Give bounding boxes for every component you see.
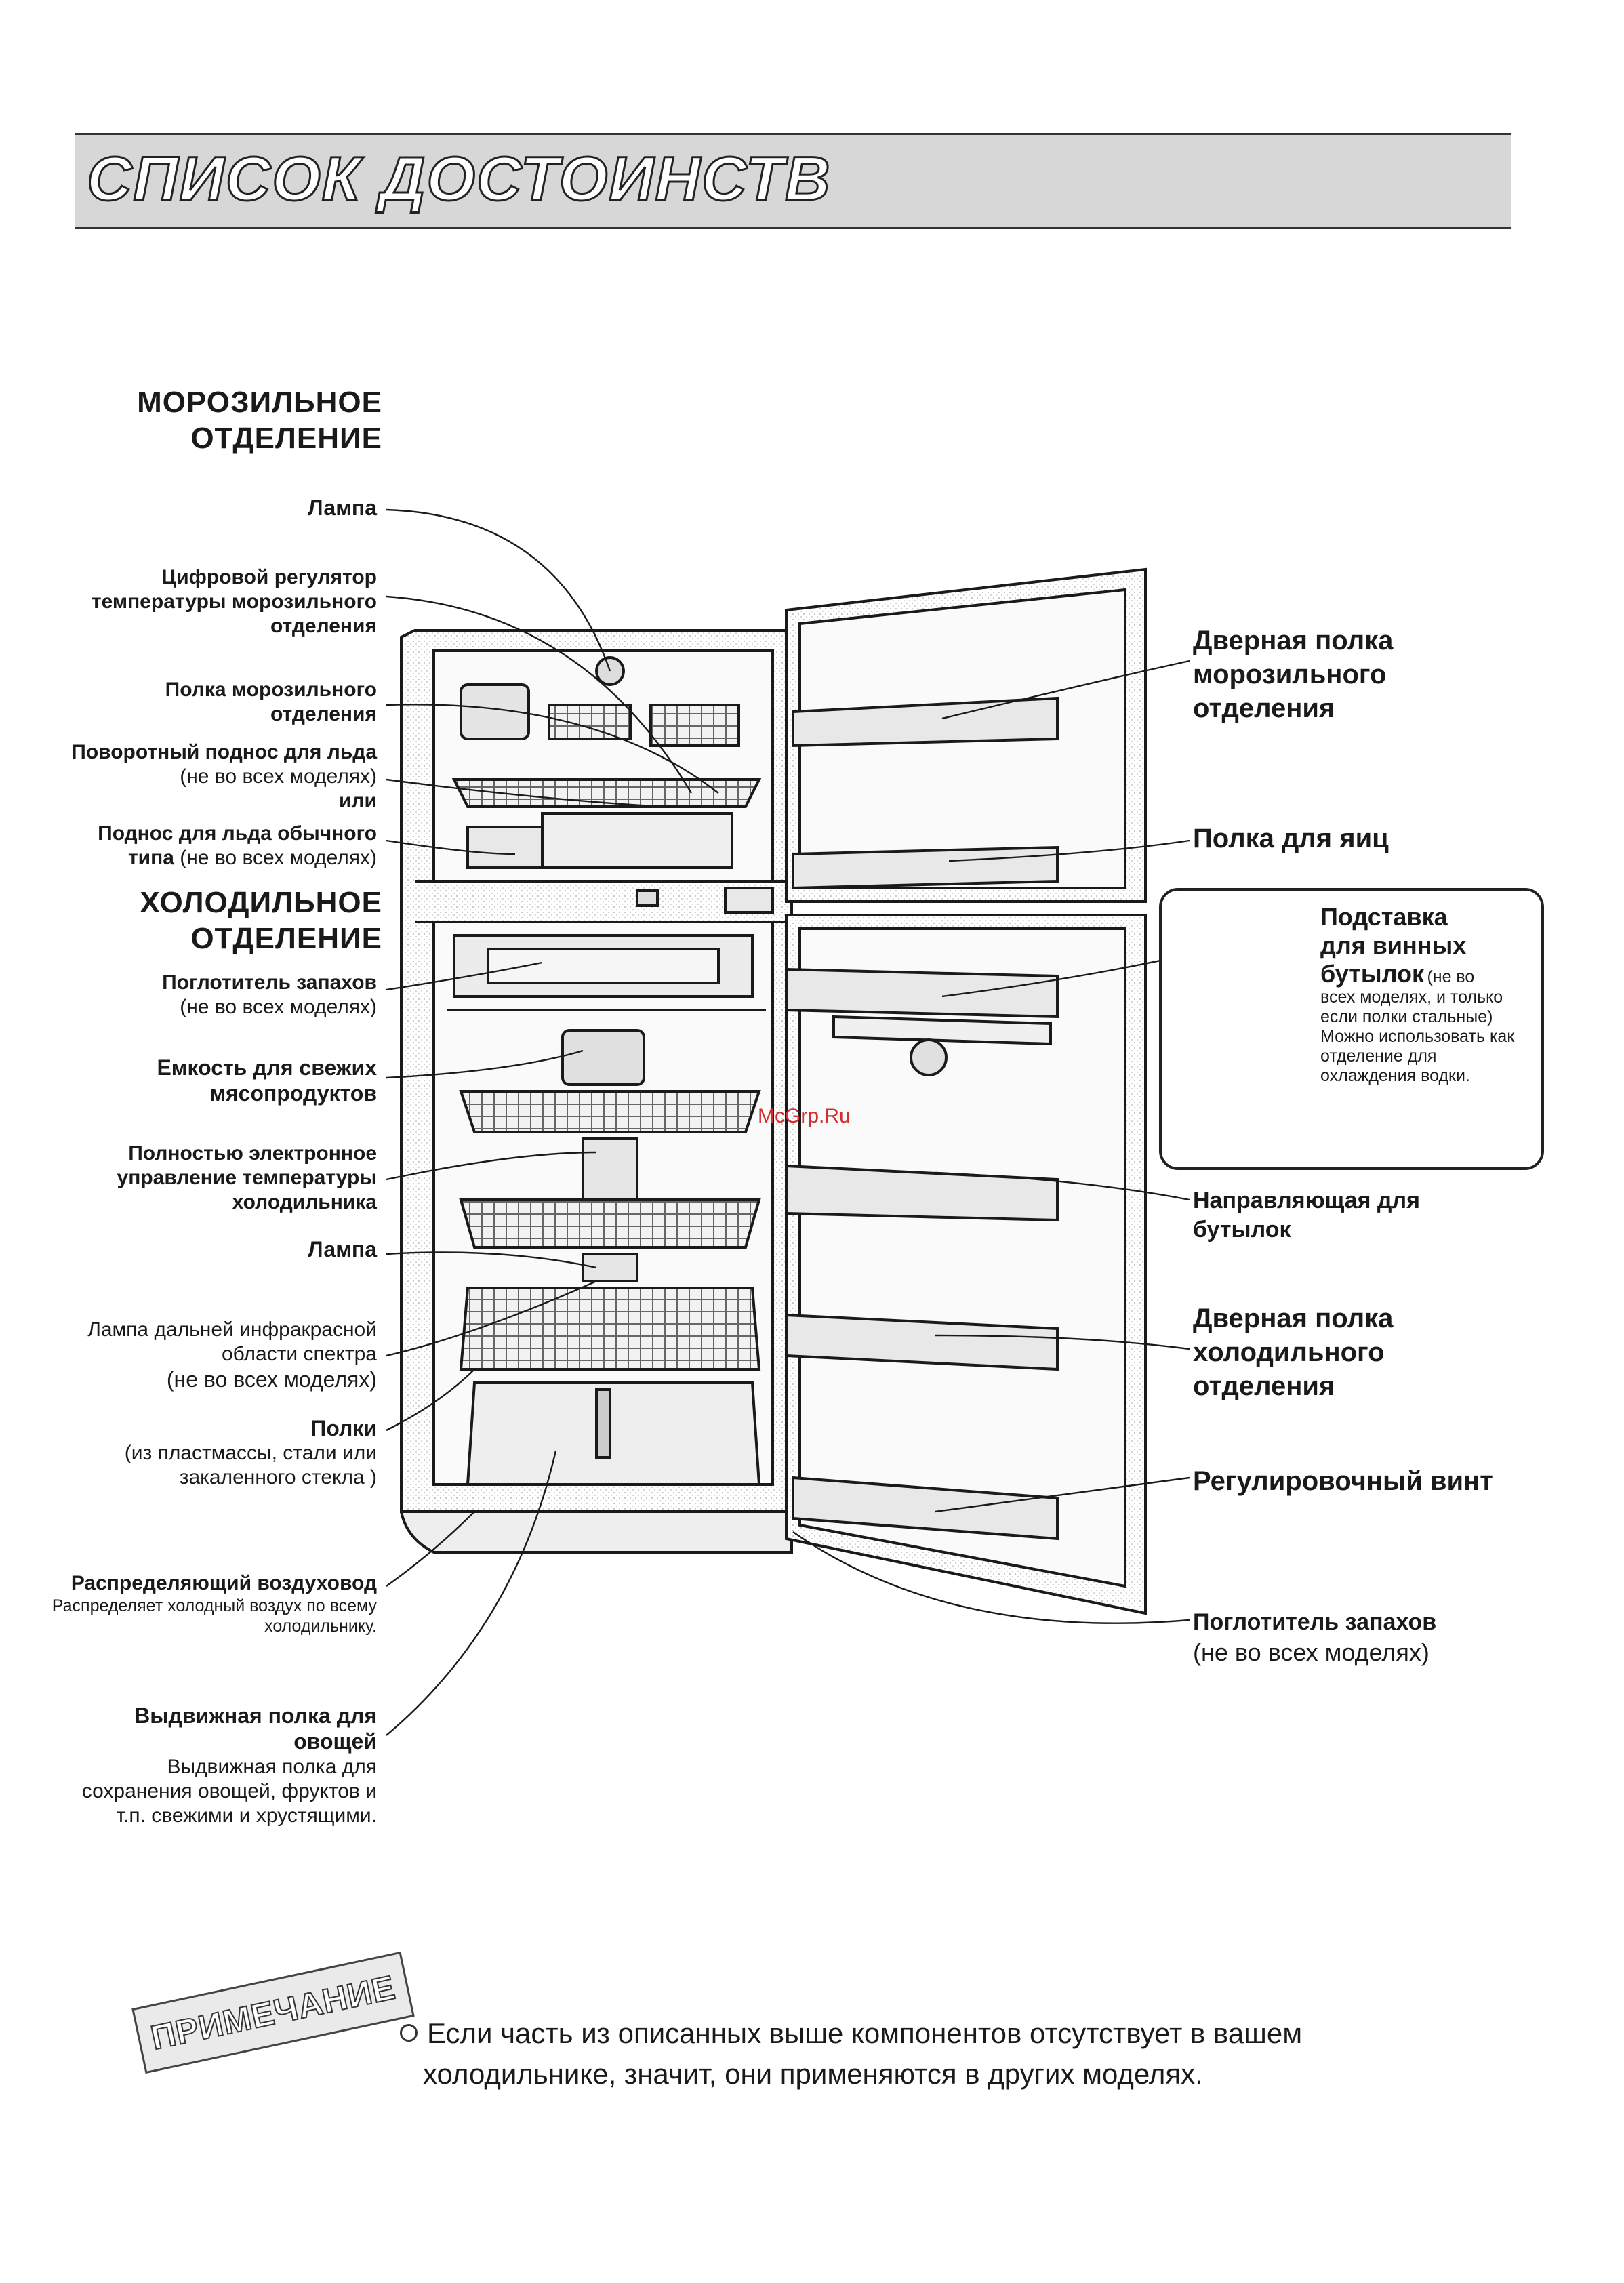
label-deodorizer-top-l1: Поглотитель запахов [162,971,377,994]
label-veg-drawer-l4: сохранения овощей, фруктов и [81,1779,377,1802]
label-rotary-tray-l1: Поворотный поднос для льда [71,741,377,763]
leader-lines [386,508,1288,1736]
label-freezer-shelf: Полка морозильного отделения [0,678,377,727]
label-ice-tray-l2a: типа [127,847,174,869]
title-banner: СПИСОК ДОСТОИНСТВ [75,133,1511,229]
note-line1: Если часть из описанных выше компонентов… [427,2017,1303,2049]
label-lamp-top: Лампа [308,496,377,520]
label-wine-rack-l8: охлаждения водки. [1320,1066,1470,1086]
label-air-duct: Распределяющий воздуховод Распределяет х… [0,1571,377,1636]
label-bottle-guide-l1: Направляющая для [1193,1188,1420,1213]
label-lamp-mid: Лампа [308,1237,377,1261]
bullet-icon [400,2023,418,2042]
watermark: McGrp.Ru [758,1105,851,1127]
label-wine-rack-l6: Можно использовать как [1320,1027,1515,1047]
label-ir-lamp: Лампа дальней инфракрасной области спект… [0,1318,377,1392]
label-fridge-door-shelf-l3: отделения [1193,1371,1335,1401]
label-electronic-ctrl-l2: управление температуры [117,1167,377,1189]
label-digital-regulator: Цифровой регулятор температуры морозильн… [0,565,377,639]
label-air-duct-l3: холодильнику. [264,1617,377,1636]
label-digital-regulator-l2: температуры морозильного [91,590,377,613]
label-wine-rack-l3b: (не во [1427,967,1475,986]
fridge-door [785,914,1147,1615]
wine-rack-callout [1159,888,1544,1170]
label-deodorizer-top: Поглотитель запахов (не во всех моделях) [0,971,377,1019]
label-freezer-shelf-l2: отделения [270,703,377,725]
note-text: Если часть из описанных выше компонентов… [400,2013,1511,2094]
label-freezer-door-shelf-l3: отделения [1193,693,1335,723]
label-veg-drawer-l2: овощей [293,1729,377,1754]
label-ir-lamp-l2: области спектра [221,1343,377,1365]
label-rotary-ice-tray: Поворотный поднос для льда (не во всех м… [0,740,377,813]
freezer-heading-line1: МОРОЗИЛЬНОЕ [137,386,382,419]
label-veg-drawer-l3: Выдвижная полка для [167,1755,377,1778]
label-bottle-guide: Направляющая для бутылок [1193,1186,1420,1244]
label-shelves-l2: (из пластмассы, стали или [124,1442,377,1465]
label-shelves-l1: Полки [310,1416,377,1440]
label-deodorizer-bottom: Поглотитель запахов (не во всех моделях) [1193,1608,1436,1668]
note-line2: холодильнике, значит, они применяются в … [423,2057,1203,2090]
label-wine-rack: Подставка для винных бутылок (не во всех… [1320,903,1514,1086]
label-wine-rack-l1: Подставка [1320,903,1448,931]
label-adjust-screw: Регулировочный винт [1193,1466,1493,1496]
label-ice-tray: Поднос для льда обычного типа (не во все… [0,822,377,870]
label-meat-container-l1: Емкость для свежих [157,1055,377,1080]
label-wine-rack-l4: всех моделях, и только [1320,988,1503,1007]
page-title: СПИСОК ДОСТОИНСТВ [86,144,832,215]
freezer-interior [451,656,774,914]
label-wine-rack-l3a: бутылок [1320,959,1424,988]
label-meat-container: Емкость для свежих мясопродуктов [0,1055,377,1107]
label-ir-lamp-l1: Лампа дальней инфракрасной [87,1318,377,1341]
label-air-duct-l1: Распределяющий воздуховод [70,1572,377,1594]
label-freezer-door-shelf-l1: Дверная полка [1193,626,1394,655]
label-wine-rack-l2: для винных [1320,931,1467,959]
label-freezer-shelf-l1: Полка морозильного [165,679,377,701]
label-wine-rack-l7: отделение для [1320,1047,1437,1066]
label-digital-regulator-l3: отделения [270,615,377,637]
freezer-heading-line2: ОТДЕЛЕНИЕ [190,421,382,455]
label-shelves-l3: закаленного стекла ) [179,1466,377,1489]
fridge-interior [447,934,766,1486]
label-electronic-ctrl-l3: холодильника [232,1191,377,1213]
label-freezer-door-shelf-l2: морозильного [1193,660,1387,689]
label-rotary-tray-l3: или [339,790,377,812]
label-ice-tray-l1: Поднос для льда обычного [98,822,377,845]
label-bottle-guide-l2: бутылок [1193,1216,1291,1242]
label-vegetable-drawer: Выдвижная полка для овощей Выдвижная пол… [0,1703,377,1828]
label-deodorizer-bottom-l1: Поглотитель запахов [1193,1609,1437,1635]
label-wine-rack-l5: если полки стальные) [1320,1007,1493,1027]
label-freezer-door-shelf: Дверная полка морозильного отделения [1193,624,1393,725]
label-fridge-door-shelf-l2: холодильного [1193,1337,1385,1367]
freezer-door [785,567,1147,903]
label-deodorizer-top-l2: (не во всех моделях) [180,996,377,1018]
label-deodorizer-bottom-l2: (не во всех моделях) [1193,1638,1429,1666]
label-ice-tray-l2b: (не во всех моделях) [180,847,377,869]
label-ir-lamp-l3: (не во всех моделях) [166,1367,377,1392]
fridge-section-heading: ХОЛОДИЛЬНОЕ ОТДЕЛЕНИЕ [0,885,382,957]
label-egg-shelf: Полка для яиц [1193,824,1389,853]
label-digital-regulator-l1: Цифровой регулятор [161,566,377,588]
label-air-duct-l2: Распределяет холодный воздух по всему [52,1596,377,1615]
fridge-heading-line1: ХОЛОДИЛЬНОЕ [140,886,382,919]
label-electronic-ctrl-l1: Полностью электронное [128,1142,377,1165]
label-veg-drawer-l1: Выдвижная полка для [134,1703,377,1728]
fridge-heading-line2: ОТДЕЛЕНИЕ [190,921,382,955]
label-electronic-control: Полностью электронное управление темпера… [0,1142,377,1215]
label-fridge-door-shelf: Дверная полка холодильного отделения [1193,1301,1393,1403]
label-shelves: Полки (из пластмассы, стали или закаленн… [0,1415,377,1490]
label-meat-container-l2: мясопродуктов [209,1081,377,1106]
label-veg-drawer-l5: т.п. свежими и хрустящими. [116,1804,377,1827]
freezer-section-heading: МОРОЗИЛЬНОЕ ОТДЕЛЕНИЕ [0,385,382,457]
label-fridge-door-shelf-l1: Дверная полка [1193,1304,1394,1333]
label-rotary-tray-l2: (не во всех моделях) [180,765,377,788]
